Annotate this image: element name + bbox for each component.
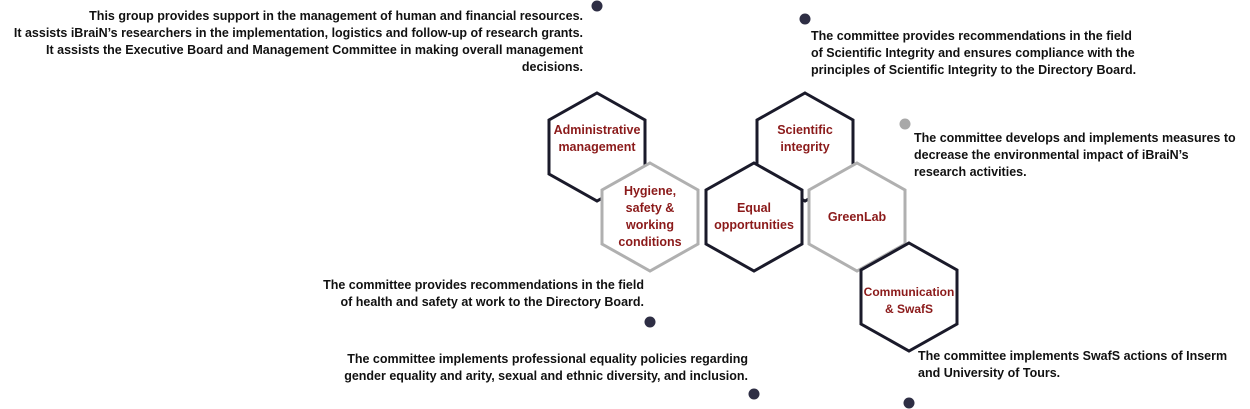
description-line: It assists iBraiN’s researchers in the i… xyxy=(13,26,583,40)
hexagon-scientific xyxy=(755,91,855,203)
label-line: conditions xyxy=(618,235,682,249)
description-line: The committee implements professional eq… xyxy=(347,352,748,366)
description-line: This group provides support in the manag… xyxy=(89,9,583,23)
description-line: decisions. xyxy=(521,60,583,74)
description-line: gender equality and arity, sexual and et… xyxy=(344,369,748,383)
label-line: working xyxy=(626,218,674,232)
label-hygiene: Hygiene, safety & working conditions xyxy=(600,183,700,251)
label-line: Scientific xyxy=(777,123,833,137)
description-line: The committee provides recommendations i… xyxy=(811,29,1132,43)
description-greenlab: The committee develops and implements me… xyxy=(914,130,1236,181)
description-hygiene: The committee provides recommendations i… xyxy=(323,277,644,311)
description-administrative: This group provides support in the manag… xyxy=(14,8,583,76)
label-line: safety & xyxy=(625,201,675,215)
dot-greenlab xyxy=(899,118,911,130)
description-line: research activities. xyxy=(914,165,1027,179)
label-communication: Communication & SwafS xyxy=(857,284,961,318)
label-administrative: Administrative management xyxy=(547,122,647,156)
dot-scientific xyxy=(799,13,811,25)
description-line: It assists the Executive Board and Manag… xyxy=(46,43,583,57)
dot-communication xyxy=(903,397,915,409)
dot-equal xyxy=(748,388,760,400)
description-line: The committee provides recommendations i… xyxy=(323,278,644,292)
hexagon-hygiene xyxy=(600,161,700,273)
hexagon-administrative xyxy=(547,91,647,203)
label-line: GreenLab xyxy=(827,210,887,224)
description-line: of health and safety at work to the Dire… xyxy=(340,295,644,309)
label-line: integrity xyxy=(780,140,830,154)
description-equal: The committee implements professional eq… xyxy=(344,351,748,385)
description-line: and University of Tours. xyxy=(918,366,1061,380)
hexagon-communication xyxy=(859,241,959,353)
label-line: opportunities xyxy=(714,218,794,232)
dot-hygiene xyxy=(644,316,656,328)
description-line: The committee develops and implements me… xyxy=(914,131,1236,145)
label-line: management xyxy=(558,140,636,154)
description-communication: The committee implements SwafS actions o… xyxy=(918,348,1227,382)
label-equal: Equal opportunities xyxy=(701,200,807,234)
label-line: Equal xyxy=(736,201,772,215)
label-line: Hygiene, xyxy=(623,184,677,198)
description-line: of Scientific Integrity and ensures comp… xyxy=(811,46,1135,60)
hexagon-greenlab xyxy=(807,161,907,273)
label-line: & SwafS xyxy=(884,302,933,316)
description-line: principles of Scientific Integrity to th… xyxy=(811,63,1137,77)
description-scientific: The committee provides recommendations i… xyxy=(811,28,1136,79)
label-scientific: Scientific integrity xyxy=(755,122,855,156)
hexagon-equal xyxy=(704,161,804,273)
dot-administrative xyxy=(591,0,603,12)
description-line: The committee implements SwafS actions o… xyxy=(918,349,1228,363)
label-greenlab: GreenLab xyxy=(807,209,907,226)
label-line: Communication xyxy=(863,285,955,299)
label-line: Administrative xyxy=(553,123,641,137)
description-line: decrease the environmental impact of iBr… xyxy=(914,148,1189,162)
